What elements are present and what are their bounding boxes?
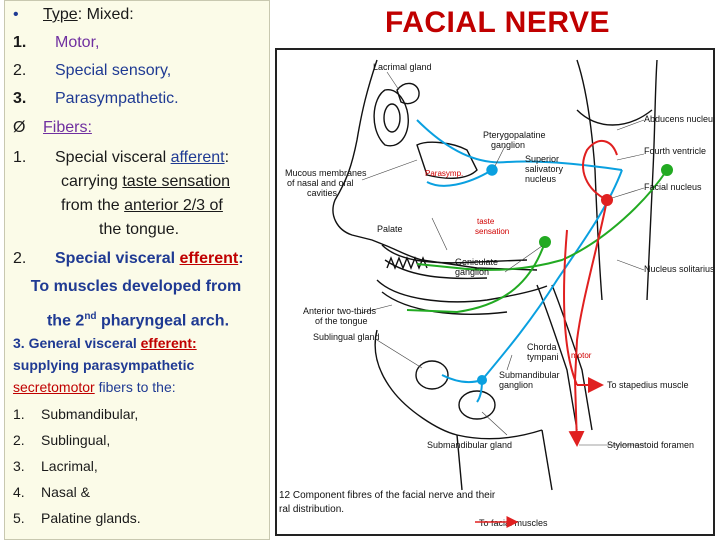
- motor-fibers: [563, 140, 618, 447]
- item-number: 2.: [13, 62, 27, 79]
- annotation-motor: motor: [571, 351, 592, 360]
- gland-text: Lacrimal,: [41, 458, 98, 474]
- type-value: : Mixed:: [77, 6, 134, 23]
- fiber-1-text: the tongue.: [99, 221, 180, 238]
- item-text: Special sensory,: [55, 62, 172, 79]
- label-stapedius: To stapedius muscle: [607, 380, 689, 390]
- item-text: Motor,: [55, 34, 100, 51]
- page-title: FACIAL NERVE: [385, 6, 610, 39]
- efferent-term: efferent:: [140, 335, 197, 351]
- caption-line-1: 12 Component fibres of the facial nerve …: [279, 490, 496, 501]
- colon: :: [238, 250, 244, 267]
- fiber-3-line: 3. General visceral efferent:: [13, 334, 279, 352]
- label-tympani: tympani: [527, 352, 559, 362]
- arrow-bullet-icon: Ø: [13, 119, 26, 136]
- fiber-1-text: carrying: [61, 173, 123, 190]
- fiber-1-text: Special visceral: [55, 149, 171, 166]
- fiber-1-text: from the: [61, 197, 125, 214]
- gland-text: Sublingual,: [41, 432, 111, 448]
- label-submandibular-gland: Submandibular gland: [427, 440, 512, 450]
- label-geniculate: Geniculate: [455, 257, 498, 267]
- fiber-3-line-3: secretomotor fibers to the:: [13, 378, 279, 396]
- diagram-svg: Lacrimal gland Abducens nucleus Pterygop…: [279, 59, 713, 528]
- label-facial-muscles: To facial muscles: [479, 518, 548, 528]
- label-salivatory: salivatory: [525, 164, 564, 174]
- label-ganglion: ganglion: [491, 140, 525, 150]
- leader-lines: [356, 71, 645, 446]
- anterior-term: anterior 2/3 of: [124, 197, 223, 214]
- fiber-2-text: Special visceral: [55, 250, 180, 267]
- label-palate: Palate: [377, 224, 403, 234]
- bullet: •: [13, 6, 19, 23]
- item-number: 1.: [13, 34, 27, 51]
- annotation-parasymp: Parasymp.: [425, 169, 463, 178]
- item-number: 2.: [13, 432, 25, 448]
- fiber-3-text: 3. General visceral: [13, 335, 141, 351]
- label-geniculate-ganglion: ganglion: [455, 267, 489, 277]
- colon: :: [224, 149, 230, 166]
- label-nucleus-solitarius: Nucleus solitarius: [644, 264, 713, 274]
- fiber-2-line-3: the 2nd pharyngeal arch.: [5, 307, 271, 331]
- item-number: 3.: [13, 458, 25, 474]
- label-pterygopalatine: Pterygopalatine: [483, 130, 546, 140]
- label-cavities: cavities: [307, 188, 338, 198]
- label-nasal-oral: of nasal and oral: [287, 178, 354, 188]
- item-number: 4.: [13, 484, 25, 500]
- label-superior: Superior: [525, 154, 559, 164]
- label-submandibular-ganglion: ganglion: [499, 380, 533, 390]
- annotation-taste: taste: [477, 217, 495, 226]
- gland-text: Submandibular,: [41, 406, 139, 422]
- label-abducens-nucleus: Abducens nucleus: [644, 114, 713, 124]
- facial-nerve-diagram: Lacrimal gland Abducens nucleus Pterygop…: [275, 48, 715, 536]
- anatomy-outline: [332, 59, 658, 491]
- secretomotor-term: secretomotor: [13, 379, 95, 395]
- fiber-2-line-2: To muscles developed from: [30, 278, 242, 295]
- gland-text: Palatine glands.: [41, 510, 141, 526]
- label-sublingual-gland: Sublingual gland: [313, 332, 380, 342]
- item-number: 1.: [13, 406, 25, 422]
- label-submandibular: Submandibular: [499, 370, 560, 380]
- gland-text: Nasal &: [41, 484, 91, 500]
- taste-fibers: [406, 164, 673, 314]
- taste-term: taste sensation: [122, 173, 230, 190]
- label-nucleus: nucleus: [525, 174, 557, 184]
- item-text: Parasympathetic.: [55, 90, 179, 107]
- label-mucous-membranes: Mucous membranes: [285, 168, 367, 178]
- item-number: 3.: [13, 90, 27, 107]
- text-panel: • Type: Mixed: 1. Motor, 2. Special sens…: [4, 0, 270, 540]
- item-number: 2.: [13, 250, 27, 267]
- fiber-2-text: the 2: [46, 312, 85, 330]
- annotation-sensation: sensation: [475, 227, 509, 236]
- label-anterior-two-thirds: Anterior two-thirds: [303, 306, 377, 316]
- label-lacrimal-gland: Lacrimal gland: [373, 62, 432, 72]
- item-number: 5.: [13, 510, 25, 526]
- type-label: Type: [43, 6, 78, 23]
- fiber-3-line-2: supplying parasympathetic: [13, 357, 195, 373]
- afferent-term: afferent: [170, 149, 225, 166]
- label-facial-nucleus: Facial nucleus: [644, 182, 702, 192]
- superscript: nd: [84, 311, 97, 322]
- fibers-label: Fibers:: [43, 119, 92, 136]
- item-number: 1.: [13, 149, 27, 166]
- label-of-tongue: of the tongue: [315, 316, 368, 326]
- label-fourth-ventricle: Fourth ventricle: [644, 146, 706, 156]
- fiber-3-text: fibers to the:: [94, 379, 176, 395]
- fiber-2-text: pharyngeal arch.: [96, 312, 230, 330]
- efferent-term: efferent: [179, 250, 239, 267]
- caption-line-2: ral distribution.: [279, 504, 344, 515]
- label-chorda: Chorda: [527, 342, 557, 352]
- label-stylomastoid: Stylomastoid foramen: [607, 440, 694, 450]
